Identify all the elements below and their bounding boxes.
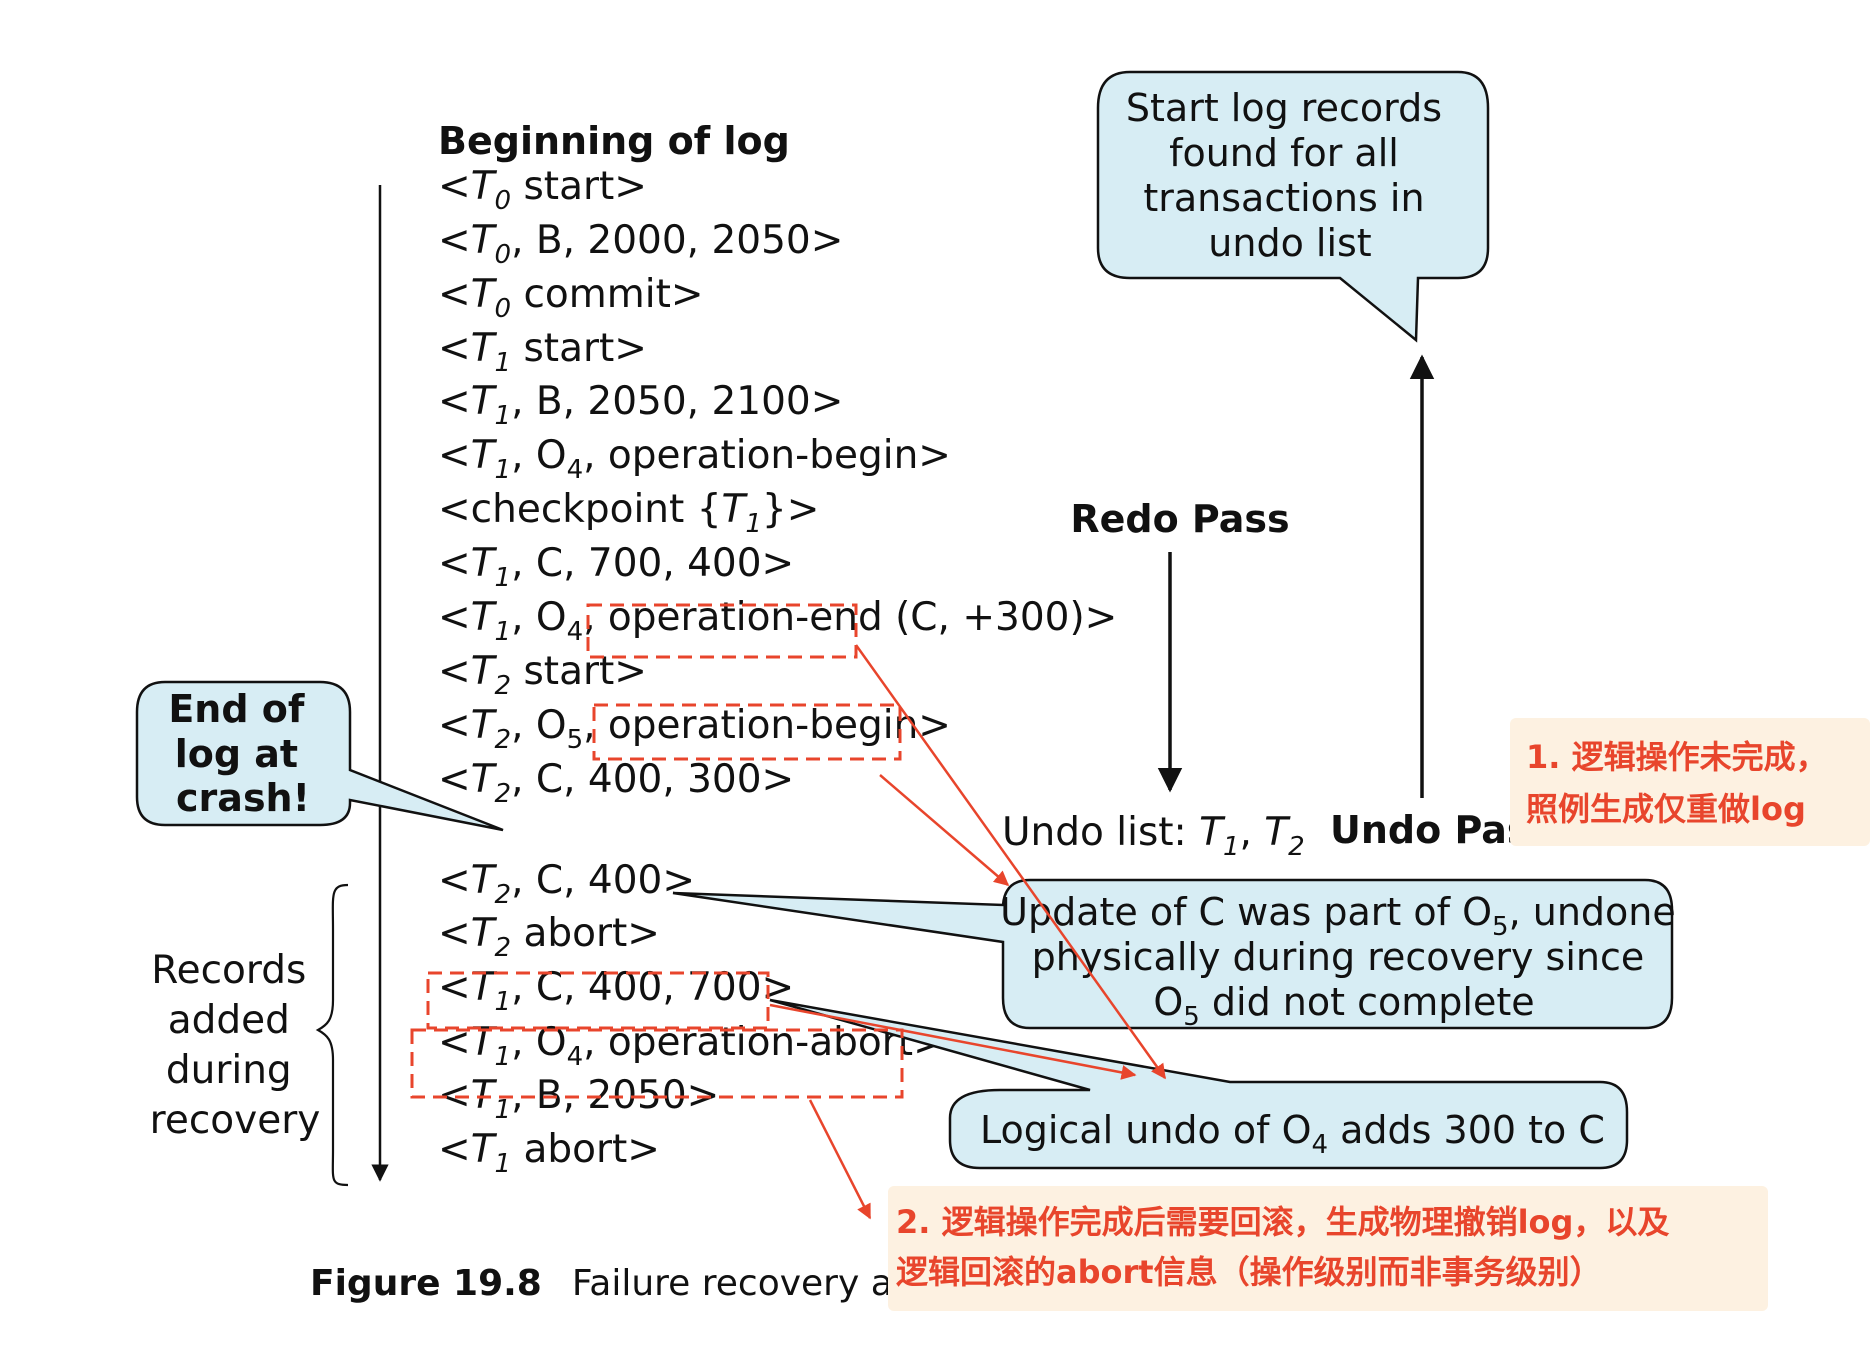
annotation-line-operation-begin	[879, 774, 1010, 886]
log-heading: Beginning of log	[438, 119, 790, 163]
log-record-6: <T1, O4, operation-begin>	[438, 433, 951, 485]
log-record-1: <T0 start>	[438, 164, 647, 216]
recovery-brace	[315, 883, 349, 1187]
log-record-18: <T1 abort>	[438, 1127, 660, 1179]
log-record-11: <T2, O5, operation-begin>	[438, 703, 951, 755]
logical-undo-callout	[769, 998, 1629, 1170]
highlight-operation-abort	[410, 1028, 904, 1099]
highlight-operation-begin	[592, 703, 902, 761]
log-record-14: <T2 abort>	[438, 911, 660, 963]
annotation-line-operation-end	[854, 644, 1167, 1080]
log-record-5: <T1, B, 2050, 2100>	[438, 379, 843, 431]
end-of-log-callout	[135, 680, 504, 832]
note2-text: 2. 逻辑操作完成后需要回滚，生成物理撤销log，以及 逻辑回滚的abort信息…	[896, 1203, 1681, 1291]
log-record-8: <T1, C, 700, 400>	[438, 541, 794, 593]
update-callout	[672, 878, 1674, 1030]
log-record-7: <checkpoint {T1}>	[438, 487, 819, 539]
highlight-operation-end	[586, 603, 858, 659]
log-record-12: <T2, C, 400, 300>	[438, 757, 794, 809]
end-of-log-text: End of log at crash!	[168, 687, 317, 820]
log-record-9: <T1, O4, operation-end (C, +300)>	[438, 595, 1117, 647]
start-records-text: Start log records found for all transact…	[1126, 86, 1454, 265]
log-record-17: <T1, B, 2050>	[438, 1073, 719, 1125]
log-record-2: <T0, B, 2000, 2050>	[438, 218, 843, 270]
start-records-callout	[1096, 70, 1490, 343]
logical-undo-text: Logical undo of O4 adds 300 to C	[980, 1108, 1605, 1160]
note1-background	[1510, 718, 1870, 846]
log-record-13: <T2, C, 400>	[438, 858, 695, 910]
annotation-line-c-400-700	[769, 1003, 1137, 1080]
undo-list: Undo list: T1, T2	[1002, 810, 1305, 862]
annotation-line-operation-abort	[808, 1099, 872, 1220]
update-callout-text: Update of C was part of O5, undone physi…	[1000, 890, 1688, 1032]
log-record-4: <T1 start>	[438, 326, 647, 378]
recovery-label: Records added during recovery	[150, 948, 321, 1143]
redo-pass-label: Redo Pass	[1070, 497, 1289, 541]
note2-background	[888, 1186, 1768, 1311]
log-record-3: <T0 commit>	[438, 272, 704, 324]
note1-text: 1. 逻辑操作未完成， 照例生成仅重做log	[1526, 738, 1839, 828]
